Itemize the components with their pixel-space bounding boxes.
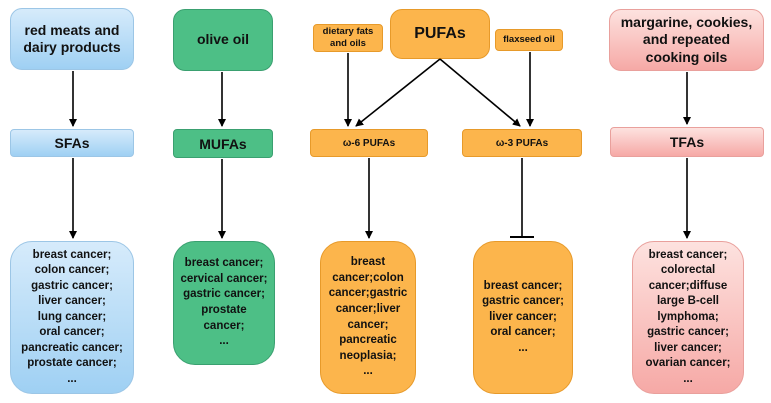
tfas-cancers-text: breast cancer; colorectal cancer;diffuse… [645, 248, 731, 385]
tfas-cancers-box: breast cancer; colorectal cancer;diffuse… [632, 241, 744, 394]
sfas-cancers-box: breast cancer; colon cancer; gastric can… [10, 241, 134, 394]
mufas-cancers-box: breast cancer; cervical cancer; gastric … [173, 241, 275, 365]
arrow-pufas-to-omega3 [439, 58, 521, 127]
omega6-pufas-box: ω-6 PUFAs [310, 129, 428, 157]
olive-oil-label: olive oil [196, 31, 250, 48]
pufas-label: PUFAs [414, 25, 466, 42]
red-meats-dairy-label: red meats and dairy products [23, 21, 121, 56]
dietary-fats-box: dietary fats and oils [313, 24, 383, 52]
mufas-box: MUFAs [173, 129, 273, 158]
omega3-cancers-box: breast cancer; gastric cancer; liver can… [473, 241, 573, 394]
margarine-cookies-label: margarine, cookies, and repeated cooking… [620, 13, 753, 65]
omega6-pufas-label: ω-6 PUFAs [342, 137, 396, 149]
tfas-label: TFAs [669, 134, 705, 150]
sfas-box: SFAs [10, 129, 134, 157]
omega6-cancers-box: breast cancer;colon cancer;gastric cance… [320, 241, 416, 394]
sfas-label: SFAs [54, 135, 90, 151]
olive-oil-box: olive oil [173, 9, 273, 71]
flaxseed-oil-label: flaxseed oil [503, 34, 555, 46]
mufas-cancers-text: breast cancer; cervical cancer; gastric … [180, 257, 268, 348]
omega3-cancers-text: breast cancer; gastric cancer; liver can… [482, 279, 564, 354]
pufas-box: PUFAs [390, 9, 490, 59]
omega3-pufas-label: ω-3 PUFAs [495, 137, 549, 149]
red-meats-dairy-box: red meats and dairy products [10, 8, 134, 70]
margarine-cookies-box: margarine, cookies, and repeated cooking… [609, 9, 764, 71]
tfas-box: TFAs [610, 127, 764, 157]
arrow-pufas-to-omega6 [355, 58, 441, 127]
omega3-pufas-box: ω-3 PUFAs [462, 129, 582, 157]
flaxseed-oil-box: flaxseed oil [495, 29, 563, 51]
mufas-label: MUFAs [199, 135, 247, 152]
omega6-cancers-text: breast cancer;colon cancer;gastric cance… [328, 256, 408, 378]
sfas-cancers-text: breast cancer; colon cancer; gastric can… [21, 248, 123, 385]
dietary-fats-label: dietary fats and oils [322, 26, 374, 49]
